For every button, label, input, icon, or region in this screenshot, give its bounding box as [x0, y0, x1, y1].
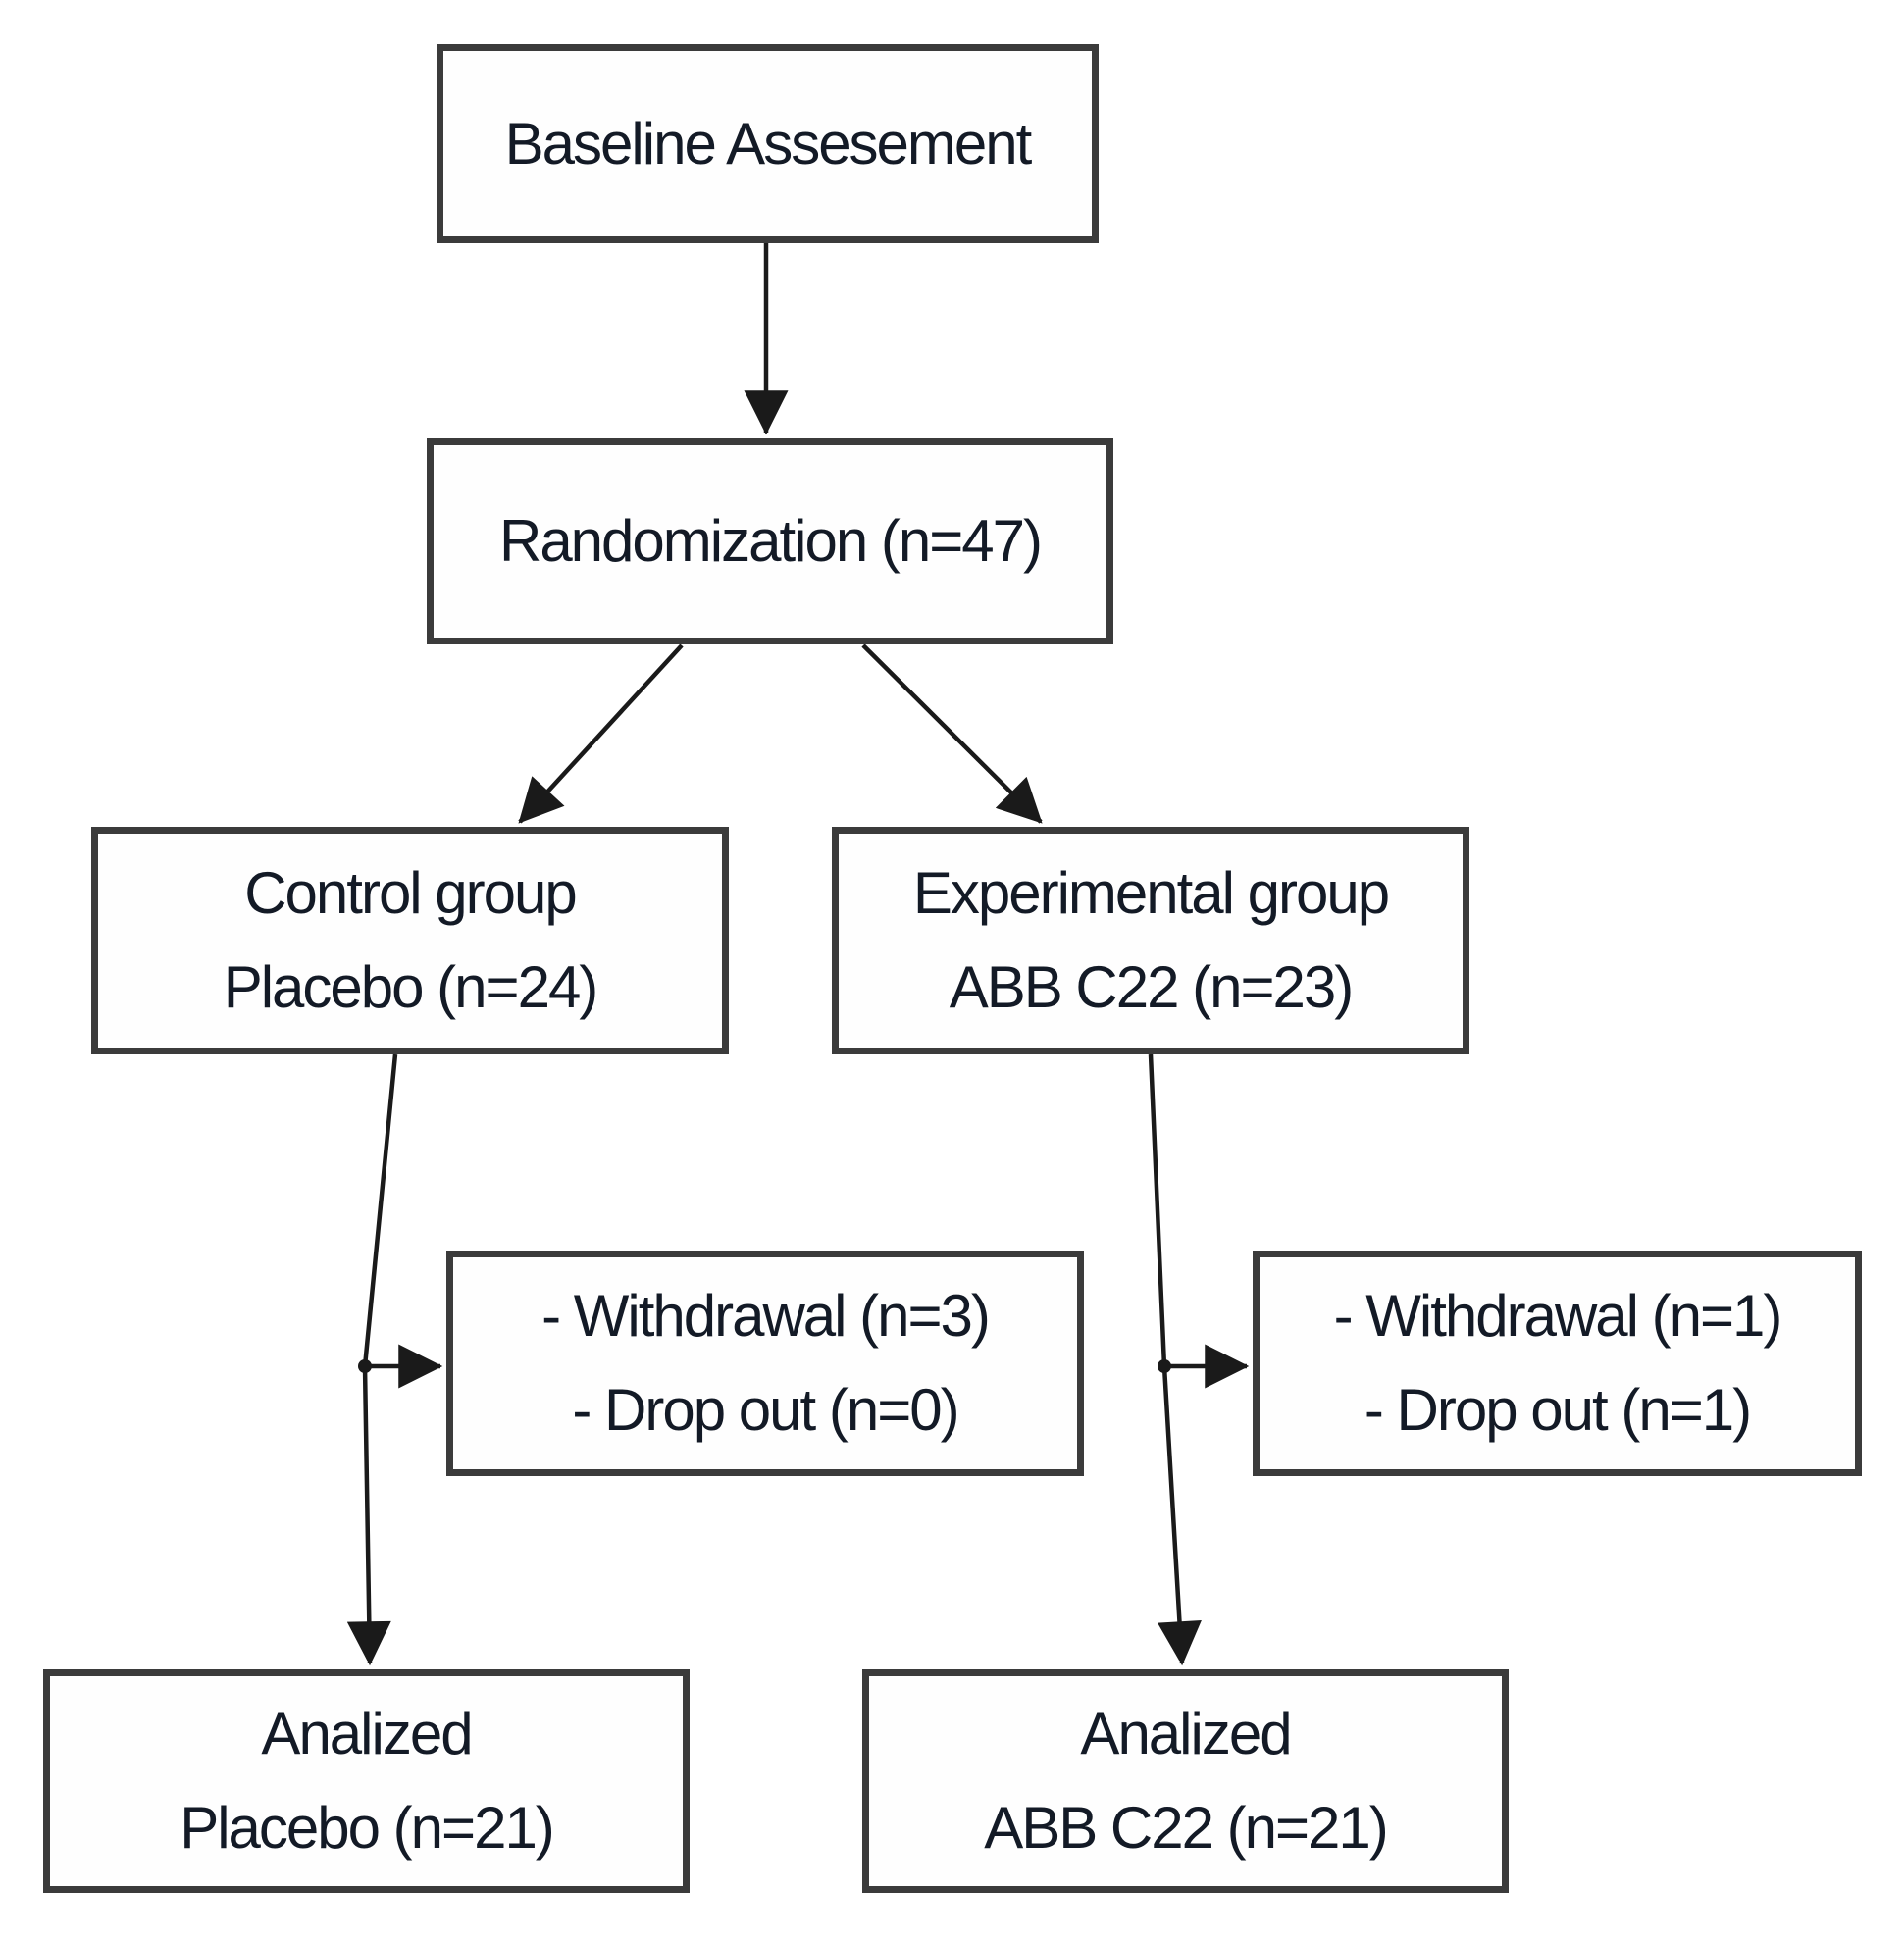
- arrow-randomization-to-control: [518, 643, 684, 824]
- arrow-randomization-to-experimental: [861, 643, 1043, 824]
- node-label: Experimental group: [912, 860, 1390, 926]
- node-randomization: Randomization (n=47): [427, 438, 1113, 644]
- node-experimental-group: Experimental group ABB C22 (n=23): [832, 827, 1469, 1054]
- node-label: Placebo (n=24): [223, 954, 599, 1020]
- node-withdrawal-control: - Withdrawal (n=3) - Drop out (n=0): [446, 1251, 1084, 1476]
- line-control-down: [346, 1053, 398, 1666]
- node-label: - Withdrawal (n=3): [541, 1283, 991, 1349]
- node-withdrawal-experimental: - Withdrawal (n=1) - Drop out (n=1): [1253, 1251, 1862, 1476]
- node-label: ABB C22 (n=21): [984, 1795, 1389, 1861]
- junction-dot-right: [1158, 1359, 1171, 1373]
- node-label: Randomization (n=47): [498, 508, 1043, 574]
- node-label: Analized: [261, 1701, 473, 1766]
- node-label: - Drop out (n=0): [572, 1377, 959, 1443]
- node-analyzed-control: Analized Placebo (n=21): [43, 1669, 690, 1893]
- node-label: - Withdrawal (n=1): [1333, 1283, 1783, 1349]
- junction-dot-left: [358, 1359, 372, 1373]
- node-label: - Drop out (n=1): [1364, 1377, 1752, 1443]
- node-label: Placebo (n=21): [180, 1795, 555, 1861]
- line-experimental-down: [1148, 1053, 1202, 1666]
- node-label: Analized: [1080, 1701, 1292, 1766]
- node-baseline-assessment: Baseline Assesement: [437, 44, 1099, 243]
- node-analyzed-experimental: Analized ABB C22 (n=21): [862, 1669, 1509, 1893]
- node-label: Baseline Assesement: [504, 110, 1033, 177]
- node-control-group: Control group Placebo (n=24): [91, 827, 729, 1054]
- node-label: ABB C22 (n=23): [949, 954, 1355, 1020]
- node-label: Control group: [244, 860, 578, 926]
